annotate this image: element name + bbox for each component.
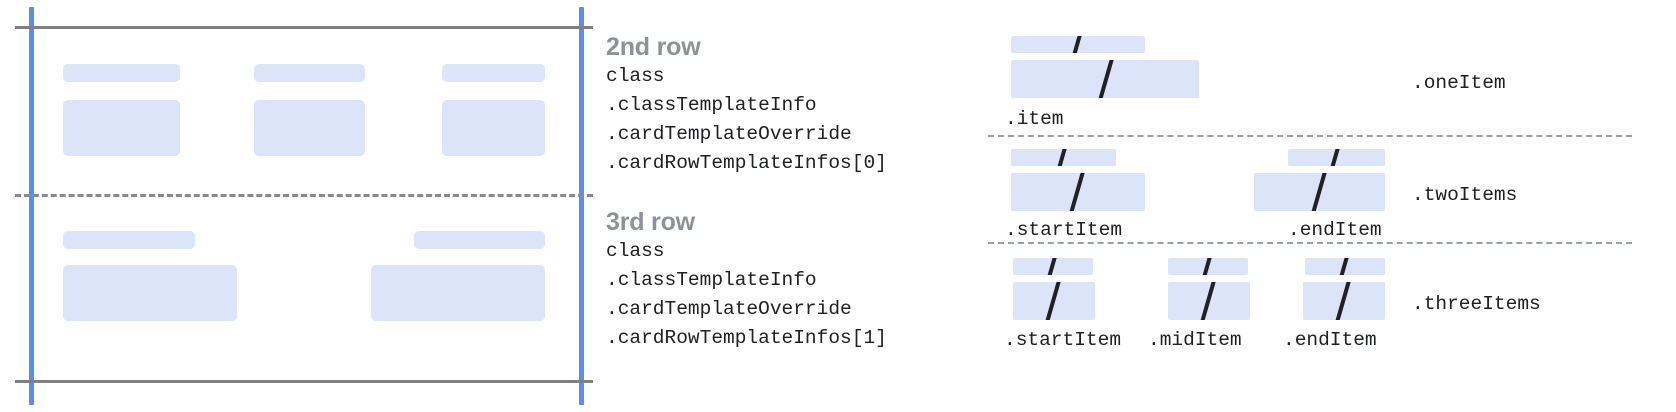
top-rule: [15, 26, 593, 29]
row-description-second: 2nd row class .classTemplateInfo .cardTe…: [606, 32, 887, 178]
variant3-miditem-body-box: [1168, 282, 1250, 320]
variant2-enditem-label: .endItem: [1288, 219, 1382, 241]
row-code-line-7: .cardRowTemplateInfos[1]: [606, 327, 887, 349]
bottom-rule: [15, 380, 593, 383]
variant3-enditem-label: .endItem: [1283, 329, 1377, 351]
slash-mark-icon: [1071, 36, 1083, 53]
slash-mark-icon: [1329, 149, 1341, 166]
right-guide-line: [579, 7, 584, 405]
variant3-name-label: .threeItems: [1412, 293, 1541, 315]
row-code-line-4: class: [606, 240, 665, 262]
row-description-third: 3rd row class .classTemplateInfo .cardTe…: [606, 207, 887, 353]
row-divider-dashed: [15, 194, 593, 197]
variant3-enditem-body-box: [1303, 282, 1385, 320]
row-code-line-6: .cardTemplateOverride: [606, 298, 852, 320]
left-guide-line: [29, 7, 34, 405]
variant-divider-1: [988, 135, 1632, 137]
placeholder-body-r2c1: [63, 100, 180, 156]
row-code-line-5: .classTemplateInfo: [606, 269, 817, 291]
placeholder-body-r2c2: [254, 100, 365, 156]
placeholder-title-r2c3: [442, 64, 545, 82]
variant3-startitem-label: .startItem: [1004, 329, 1122, 351]
row-code-line-0: class: [606, 65, 665, 87]
row-code-line-1: .classTemplateInfo: [606, 94, 817, 116]
slash-mark-icon: [1097, 60, 1115, 98]
slash-mark-icon: [1334, 282, 1352, 320]
slash-mark-icon: [1046, 258, 1058, 275]
variant3-miditem-top-box: [1168, 258, 1248, 275]
placeholder-title-r2c2: [254, 64, 365, 82]
placeholder-title-r3c2: [414, 231, 545, 249]
variant1-name-label: .oneItem: [1412, 72, 1506, 94]
placeholder-title-r3c1: [63, 231, 195, 249]
slash-mark-icon: [1068, 173, 1086, 211]
variant3-startitem-body-box: [1013, 282, 1095, 320]
row-heading-second: 2nd row: [606, 33, 701, 61]
variant3-startitem-top-box: [1013, 258, 1093, 275]
variant3-miditem-label: .midItem: [1148, 329, 1242, 351]
placeholder-body-r3c1: [63, 265, 237, 321]
slash-mark-icon: [1044, 282, 1062, 320]
slash-mark-icon: [1199, 282, 1217, 320]
variant1-item-label: .item: [1005, 108, 1064, 130]
slash-mark-icon: [1338, 258, 1350, 275]
variant2-name-label: .twoItems: [1412, 184, 1518, 206]
variant2-enditem-top-box: [1288, 149, 1385, 166]
variant2-startitem-body-box: [1011, 173, 1145, 211]
slash-mark-icon: [1201, 258, 1213, 275]
row-code-line-2: .cardTemplateOverride: [606, 123, 852, 145]
variant-divider-2: [988, 242, 1632, 244]
row-code-line-3: .cardRowTemplateInfos[0]: [606, 152, 887, 174]
variant3-enditem-top-box: [1305, 258, 1385, 275]
variant2-startitem-top-box: [1011, 149, 1116, 166]
variant2-startitem-label: .startItem: [1005, 219, 1123, 241]
slash-mark-icon: [1310, 173, 1328, 211]
placeholder-title-r2c1: [63, 64, 180, 82]
slash-mark-icon: [1056, 149, 1068, 166]
row-heading-third: 3rd row: [606, 208, 695, 236]
variant2-enditem-body-box: [1254, 173, 1385, 211]
placeholder-body-r3c2: [371, 265, 545, 321]
variant1-item-top-box: [1011, 36, 1145, 53]
placeholder-body-r2c3: [442, 100, 545, 156]
variant1-item-body-box: [1011, 60, 1199, 98]
